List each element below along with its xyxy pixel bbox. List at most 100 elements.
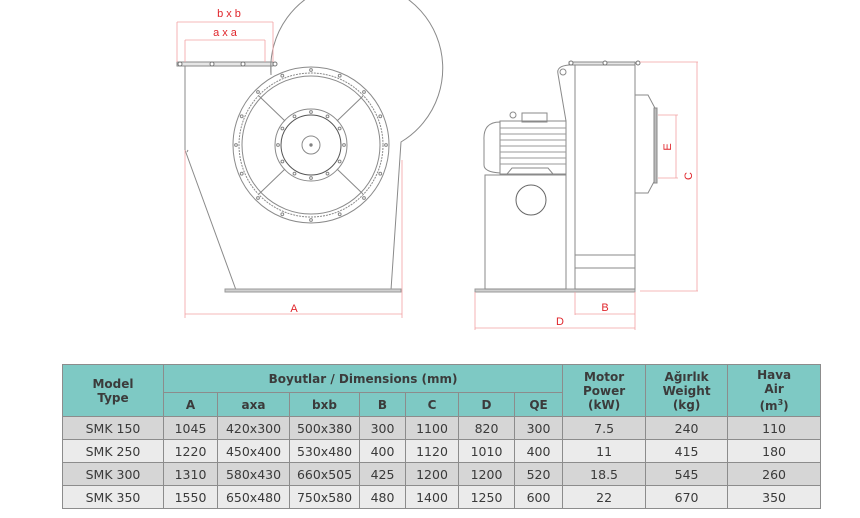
bolt-hole	[384, 143, 388, 147]
header-col-a: A	[163, 392, 218, 417]
cell-b: 480	[359, 485, 406, 509]
dim-label-e: E	[662, 143, 674, 150]
header-col-bxb: bxb	[289, 392, 360, 417]
table-row: SMK 250 1220 450x400 530x480 400 1120 10…	[62, 439, 822, 463]
cell-qe: 520	[513, 462, 564, 486]
cell-a: 1045	[163, 416, 218, 440]
cell-air: 110	[727, 416, 822, 440]
cell-air: 180	[727, 439, 822, 463]
dim-label-a: A	[290, 303, 298, 315]
cell-bxb: 660x505	[289, 462, 360, 486]
cell-qe: 300	[513, 416, 564, 440]
scroll-housing	[184, 0, 444, 291]
spokes	[258, 95, 364, 195]
cell-axa: 420x300	[217, 416, 290, 440]
cell-a: 1310	[163, 462, 218, 486]
cell-axa: 580x430	[217, 462, 290, 486]
bolt-hole	[292, 114, 297, 119]
bolt-hole	[280, 126, 285, 131]
table-row: SMK 350 1550 650x480 750x580 480 1400 12…	[62, 485, 822, 509]
bolt-hole	[337, 126, 342, 131]
cell-b: 400	[359, 439, 406, 463]
bolt-hole	[325, 114, 330, 119]
cell-d: 1250	[458, 485, 515, 509]
bolt-hole	[309, 218, 313, 222]
bolt-hole	[280, 73, 285, 78]
bolt-hole	[256, 196, 260, 200]
bolt-hole	[239, 171, 244, 176]
cell-power: 7.5	[562, 416, 647, 440]
bolt-hole	[256, 90, 260, 94]
bolt-hole	[337, 159, 342, 164]
header-col-b: B	[359, 392, 406, 417]
cell-weight: 240	[645, 416, 729, 440]
dim-label-axa: a x a	[213, 27, 238, 39]
cell-c: 1200	[405, 462, 459, 486]
dim-label-c: C	[683, 172, 695, 180]
cell-d: 820	[458, 416, 515, 440]
cell-power: 18.5	[562, 462, 647, 486]
table-row: SMK 300 1310 580x430 660x505 425 1200 12…	[62, 462, 822, 486]
bolt-hole	[378, 171, 383, 176]
dim-label-d: D	[556, 316, 564, 328]
cell-model: SMK 350	[62, 485, 164, 509]
bolt-hole	[292, 171, 297, 176]
header-col-qe: QE	[513, 392, 564, 417]
cell-a: 1550	[163, 485, 218, 509]
bolt-hole	[309, 176, 313, 180]
base-plate	[224, 288, 402, 293]
header-col-d: D	[458, 392, 515, 417]
shaft	[301, 135, 321, 155]
cell-model: SMK 250	[62, 439, 164, 463]
pedestal-opening	[515, 184, 547, 216]
table-row: SMK 150 1045 420x300 500x380 300 1100 82…	[62, 416, 822, 440]
cell-d: 1010	[458, 439, 515, 463]
cell-c: 1120	[405, 439, 459, 463]
motor	[483, 111, 567, 175]
cell-bxb: 530x480	[289, 439, 360, 463]
front-view	[176, 0, 444, 293]
header-dimensions-group: Boyutlar / Dimensions (mm)	[162, 364, 564, 393]
cell-power: 22	[562, 485, 647, 509]
cell-axa: 450x400	[217, 439, 290, 463]
cell-axa: 650x480	[217, 485, 290, 509]
cell-weight: 670	[645, 485, 729, 509]
bolt-hole	[234, 143, 238, 147]
bolt-hole	[276, 143, 280, 147]
outlet-flange	[176, 61, 274, 67]
cell-model: SMK 300	[62, 462, 164, 486]
outer-ring	[232, 66, 390, 224]
cell-model: SMK 150	[62, 416, 164, 440]
cell-air: 350	[727, 485, 822, 509]
bolt-hole	[342, 143, 346, 147]
flange-bolts	[177, 61, 278, 67]
cell-b: 425	[359, 462, 406, 486]
dim-label-b: B	[601, 302, 608, 314]
cell-a: 1220	[163, 439, 218, 463]
header-col-c: C	[405, 392, 459, 417]
technical-drawing: b x b a x a A	[176, 0, 698, 330]
side-view	[474, 60, 658, 293]
bolt-hole	[325, 171, 330, 176]
wheel-bolts	[234, 68, 388, 222]
cell-weight: 545	[645, 462, 729, 486]
cell-c: 1100	[405, 416, 459, 440]
cell-b: 300	[359, 416, 406, 440]
cell-power: 11	[562, 439, 647, 463]
bolt-hole	[280, 159, 285, 164]
bolt-hole	[362, 90, 366, 94]
hub-ring	[274, 108, 348, 182]
cell-air: 260	[727, 462, 822, 486]
cell-d: 1200	[458, 462, 515, 486]
front-dimensions	[176, 21, 403, 318]
bolt-hole	[337, 212, 342, 217]
cell-weight: 415	[645, 439, 729, 463]
bolt-hole	[239, 114, 244, 119]
cell-qe: 600	[513, 485, 564, 509]
bolt-hole	[309, 110, 313, 114]
